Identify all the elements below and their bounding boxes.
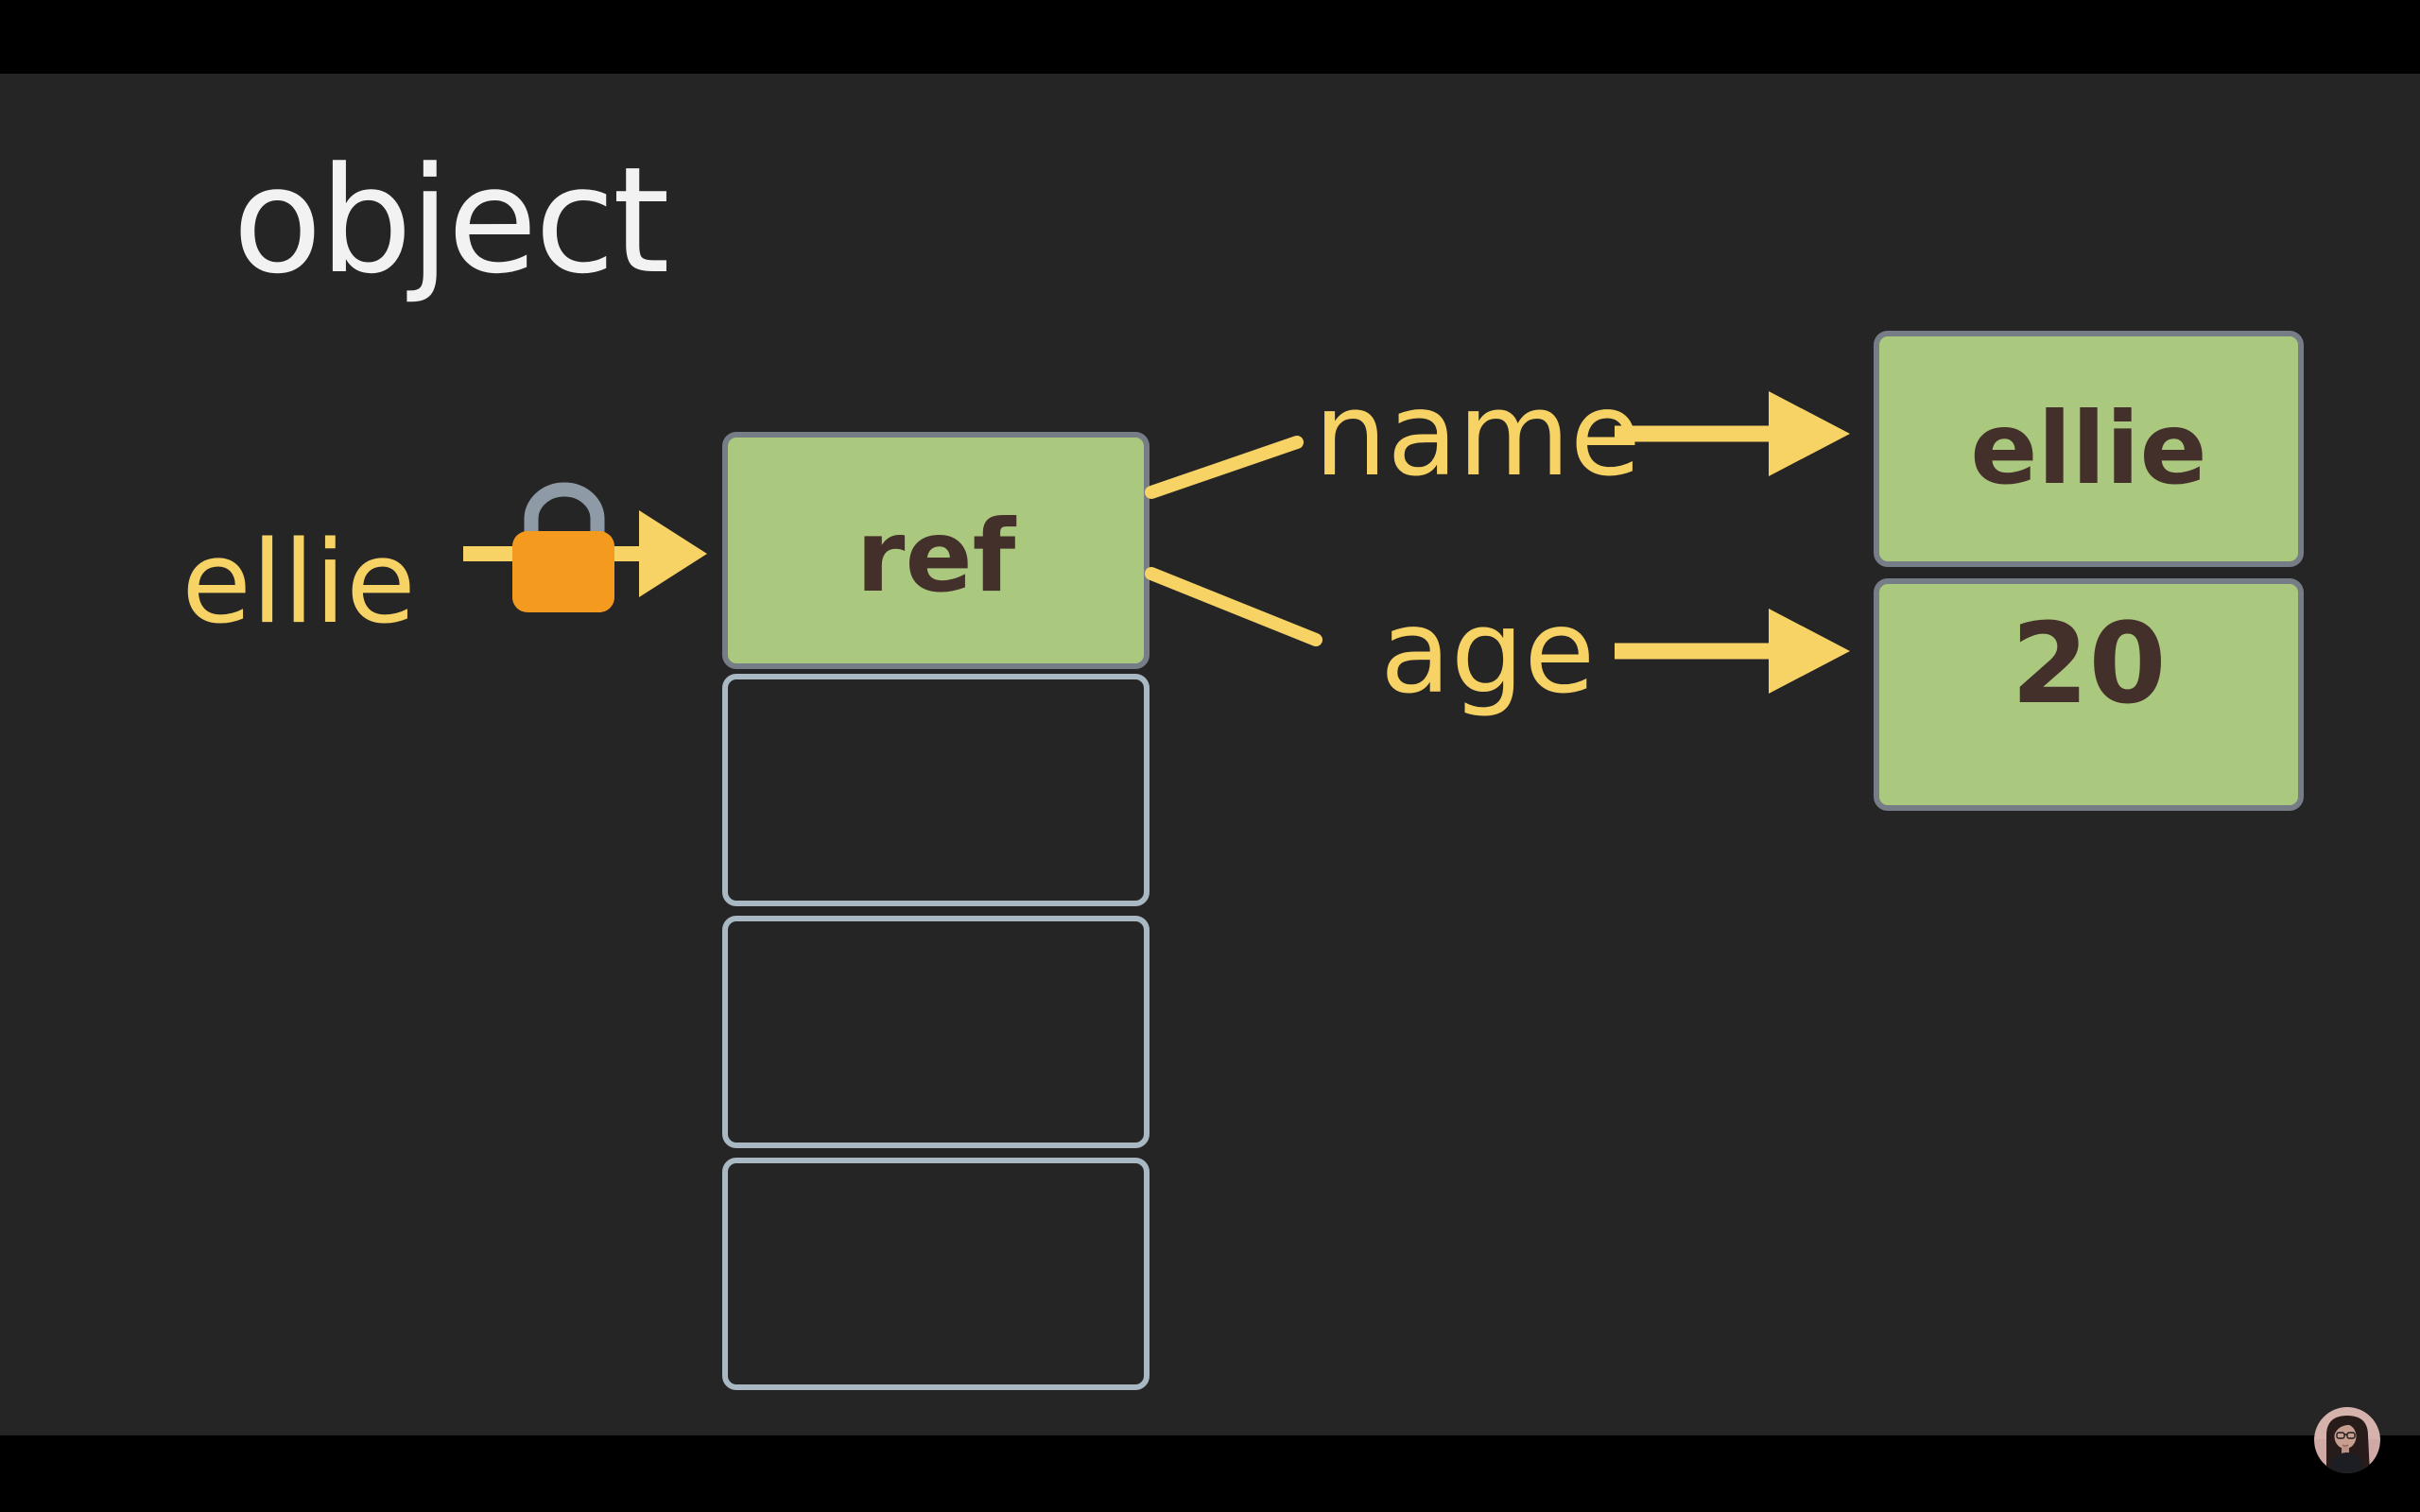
stack-cell-empty-2	[722, 916, 1150, 1148]
presenter-webcam	[2314, 1407, 2380, 1473]
property-key-name: name	[1314, 368, 1641, 502]
stack-cell-ref-label: ref	[856, 498, 1016, 614]
value-cell-age-label: 20	[2011, 598, 2167, 729]
page-title: object	[233, 135, 670, 306]
stack-cell-empty-3	[722, 1158, 1150, 1390]
variable-name-label: ellie	[182, 518, 416, 649]
letterbox-top	[0, 0, 2420, 74]
stack-cell-empty-1	[722, 674, 1150, 906]
letterbox-bottom	[0, 1435, 2420, 1512]
value-cell-name-label: ellie	[1970, 391, 2207, 507]
value-cell-age: 20	[1874, 578, 2304, 811]
stack-cell-ref: ref	[722, 432, 1150, 669]
property-key-age: age	[1380, 585, 1596, 719]
presenter-avatar	[2314, 1407, 2380, 1473]
value-cell-name: ellie	[1874, 331, 2304, 567]
